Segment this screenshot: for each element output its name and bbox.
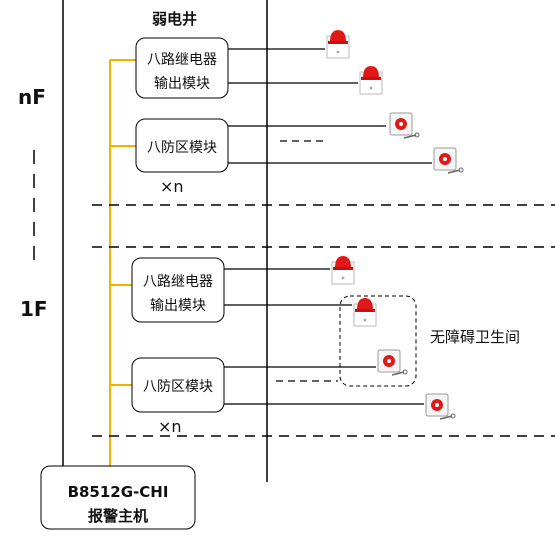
accessible-toilet-label: 无障碍卫生间 — [430, 328, 520, 346]
emergency-button-icon — [433, 147, 464, 174]
relay-module-1f — [131, 257, 225, 323]
emergency-button-icon — [425, 393, 456, 420]
relay-module-line2: 输出模块 — [154, 76, 210, 92]
relay-module-line1: 八路继电器 — [147, 52, 217, 68]
strobe-light-icon — [353, 297, 377, 327]
relay-module-nf — [135, 37, 229, 99]
continuation-marks — [276, 140, 338, 382]
alarm-host-box — [40, 465, 196, 530]
zone-module-label: 八防区模块 — [147, 140, 217, 156]
floor-label-bottom: 1F — [20, 297, 48, 321]
zone-module-nf — [135, 118, 229, 173]
accessible-toilet-zone — [339, 295, 417, 387]
zone-module-label: 八防区模块 — [143, 379, 213, 395]
strobe-light-icon — [331, 255, 355, 285]
host-name-label: 报警主机 — [88, 507, 148, 525]
relay-module-line1: 八路继电器 — [143, 274, 213, 290]
zone-module-1f — [131, 357, 225, 413]
strobe-light-icon — [326, 29, 350, 59]
emergency-button-icon — [377, 349, 408, 376]
shaft-label: 弱电井 — [152, 10, 197, 28]
relay-module-line2: 输出模块 — [150, 298, 206, 314]
host-model-label: B8512G-CHI — [68, 483, 169, 501]
strobe-light-icon — [359, 65, 383, 95]
emergency-button-icon — [389, 112, 420, 139]
output-wires — [224, 48, 432, 405]
multiplier-label: ×n — [160, 177, 184, 196]
floor-label-top: nF — [18, 85, 46, 109]
multiplier-label: ×n — [158, 417, 182, 436]
floor-separators — [92, 204, 555, 437]
yellow-bus — [109, 59, 136, 466]
